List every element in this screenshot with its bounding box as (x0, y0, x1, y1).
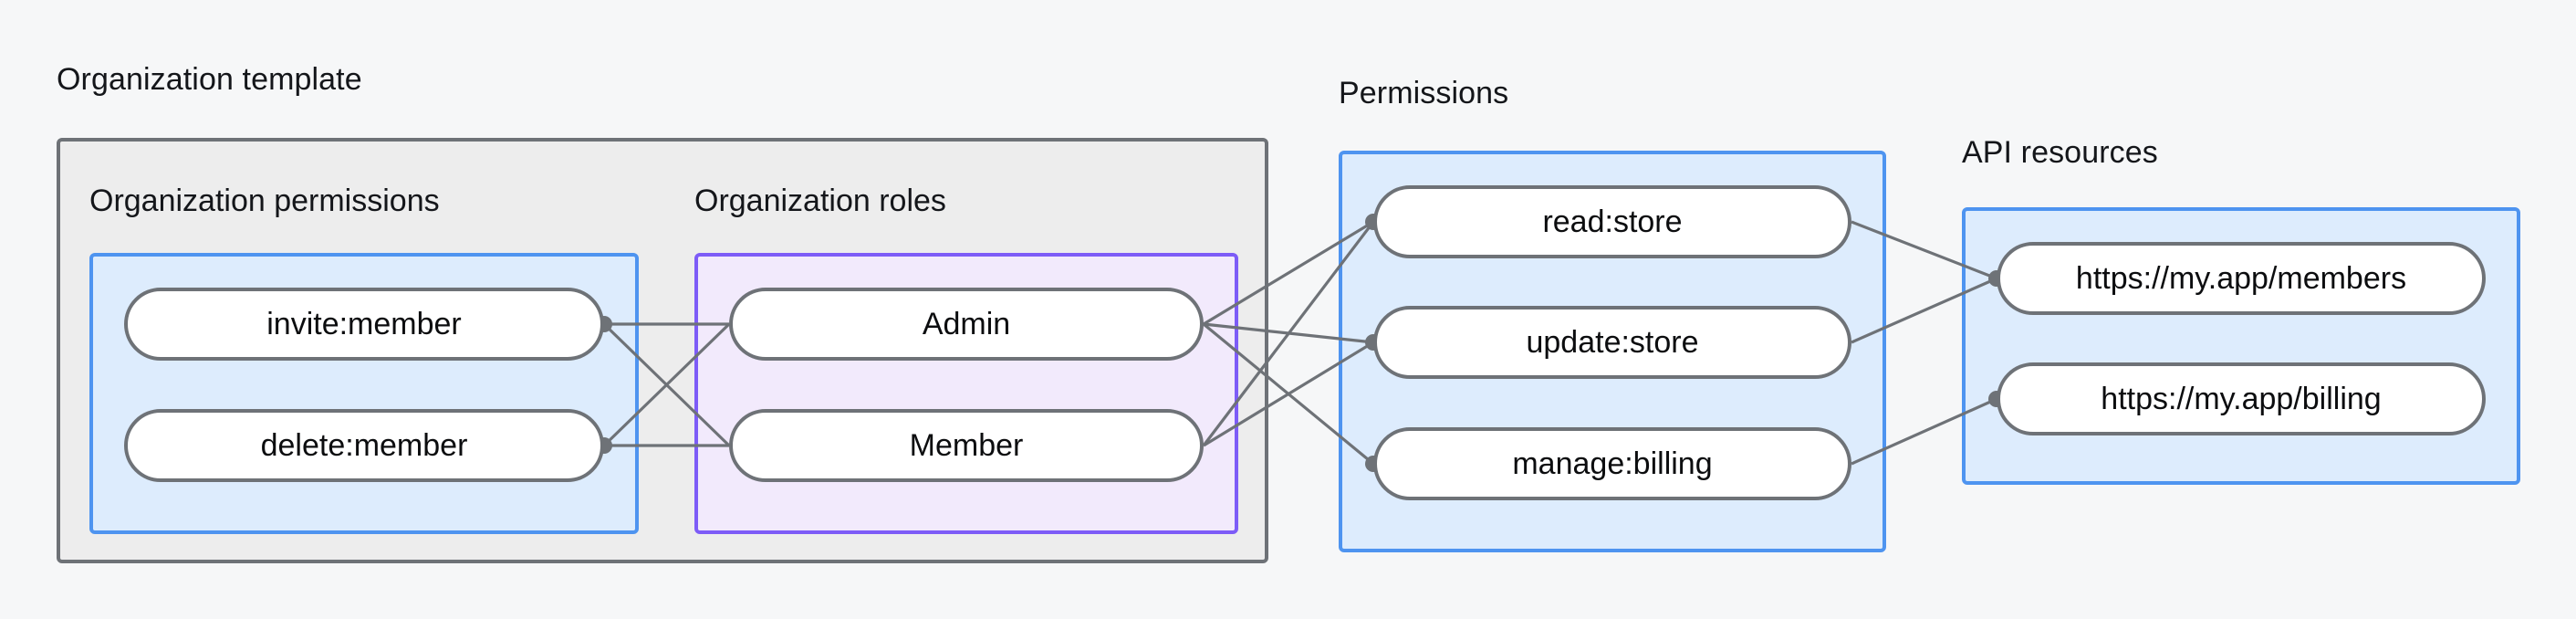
node-manage-billing[interactable]: manage:billing (1373, 427, 1851, 500)
node-update-store[interactable]: update:store (1373, 306, 1851, 379)
node-delete-member[interactable]: delete:member (124, 409, 604, 482)
node-read-store[interactable]: read:store (1373, 185, 1851, 258)
node-member[interactable]: Member (729, 409, 1204, 482)
subgroup-title-organization-permissions: Organization permissions (89, 184, 440, 218)
group-title-organization-template: Organization template (57, 62, 362, 97)
group-title-permissions: Permissions (1339, 76, 1509, 110)
node-billing-url[interactable]: https://my.app/billing (1997, 362, 2486, 435)
group-title-api-resources: API resources (1962, 135, 2158, 170)
node-invite-member[interactable]: invite:member (124, 288, 604, 361)
subgroup-title-organization-roles: Organization roles (694, 184, 946, 218)
node-admin[interactable]: Admin (729, 288, 1204, 361)
node-members-url[interactable]: https://my.app/members (1997, 242, 2486, 315)
